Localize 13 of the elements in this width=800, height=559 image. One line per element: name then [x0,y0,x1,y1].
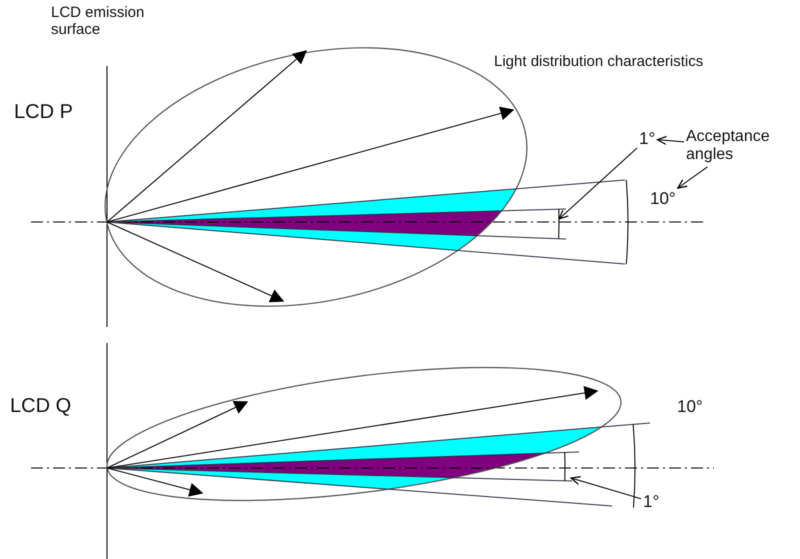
callout-text: Acceptance angles [686,128,786,165]
label: 10° [677,397,703,417]
angle-label: 1° [643,492,660,512]
label: LCD emission surface [51,4,146,38]
leader-line [558,148,638,220]
angle-label: 1° [639,129,656,149]
leader-line [570,476,642,500]
arrow [656,136,684,145]
arrow [677,166,708,189]
label: LCD P [14,101,73,124]
label: Light distribution characteristics [494,53,704,70]
label: LCD Q [10,395,72,418]
angle-label: 10° [650,189,676,209]
